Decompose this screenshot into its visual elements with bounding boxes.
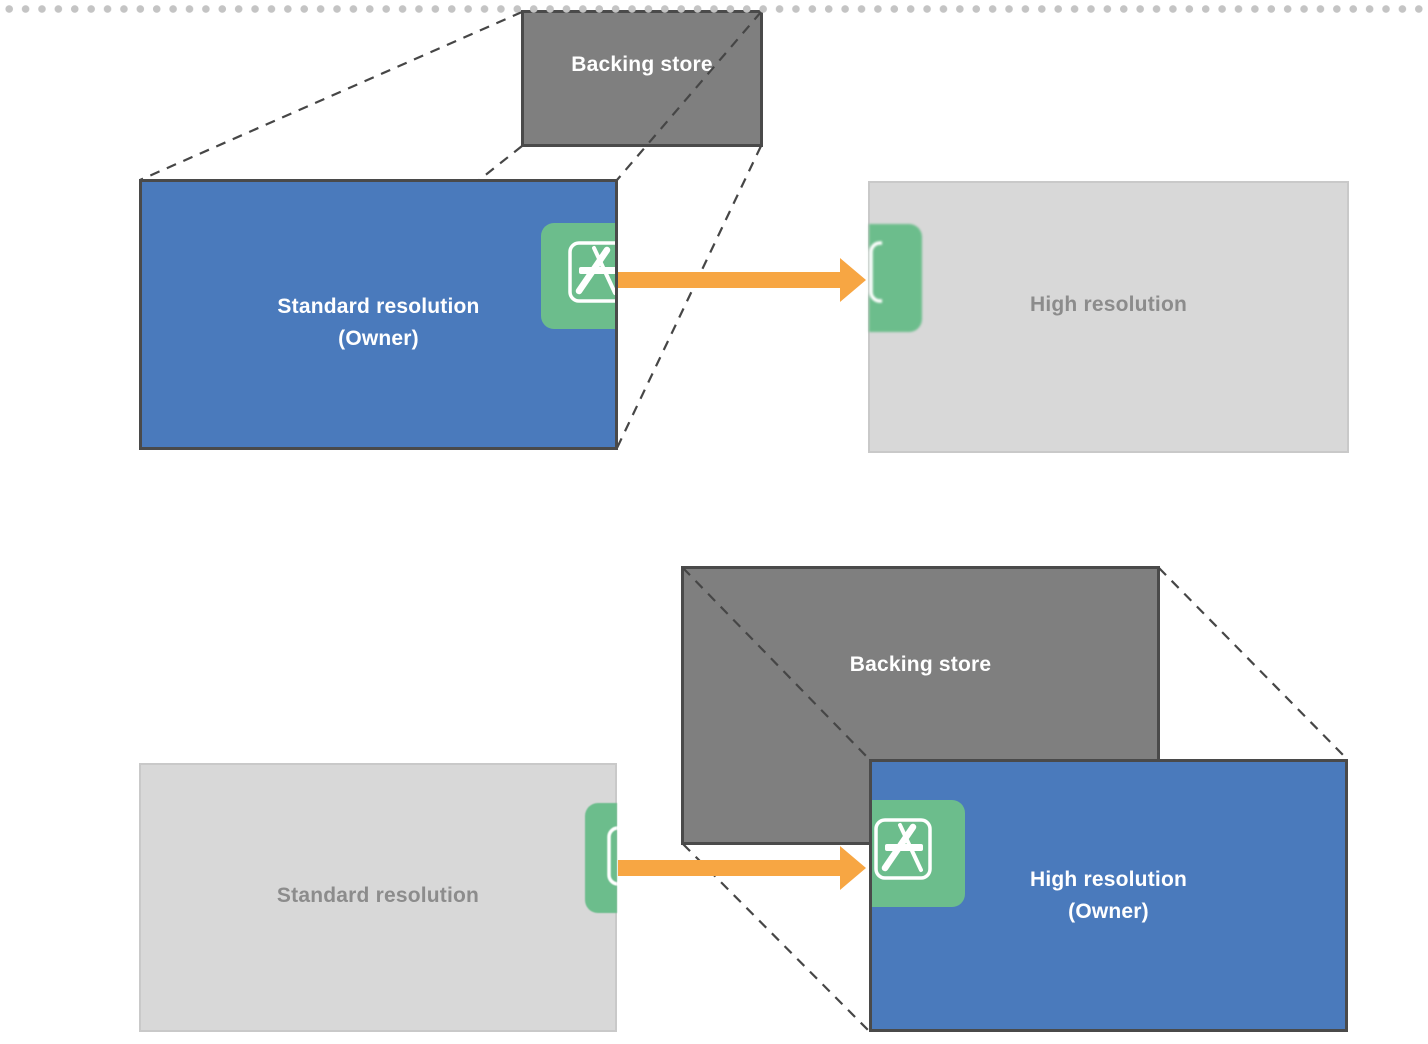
- standard-resolution-owner-label-line2: (Owner): [338, 326, 419, 350]
- orange-right-arrow-bottom: [618, 846, 866, 890]
- app-store-icon: [872, 800, 965, 907]
- app-store-icon-standard-clip: [541, 223, 615, 329]
- orange-right-arrow-top: [618, 258, 866, 302]
- standard-resolution-owner-label-line1: Standard resolution: [277, 294, 480, 318]
- app-store-icon: [541, 223, 615, 329]
- backing-store-label: Backing store: [571, 53, 713, 76]
- app-store-icon-high-clip: [872, 800, 965, 907]
- backing-store-label: Backing store: [849, 653, 992, 676]
- app-store-icon-fragment: [869, 241, 882, 303]
- projection-dashed-line: [1158, 567, 1348, 760]
- standard-resolution-box-bottom: Standard resolution: [139, 763, 617, 1032]
- high-resolution-label: High resolution: [1030, 293, 1187, 316]
- backing-store-box-top: Backing store: [521, 10, 763, 147]
- app-store-icon-fragment: [607, 826, 617, 886]
- app-store-icon-fragment-high: [869, 224, 922, 332]
- high-resolution-owner-label-line2: (Owner): [1068, 899, 1149, 923]
- projection-dashed-line: [139, 10, 523, 182]
- high-resolution-box-top: High resolution: [868, 181, 1349, 453]
- high-resolution-owner-label-line1: High resolution: [1030, 867, 1187, 891]
- standard-resolution-label: Standard resolution: [276, 883, 480, 907]
- app-store-icon-fragment-standard: [585, 803, 617, 913]
- section-divider: [0, 0, 1428, 16]
